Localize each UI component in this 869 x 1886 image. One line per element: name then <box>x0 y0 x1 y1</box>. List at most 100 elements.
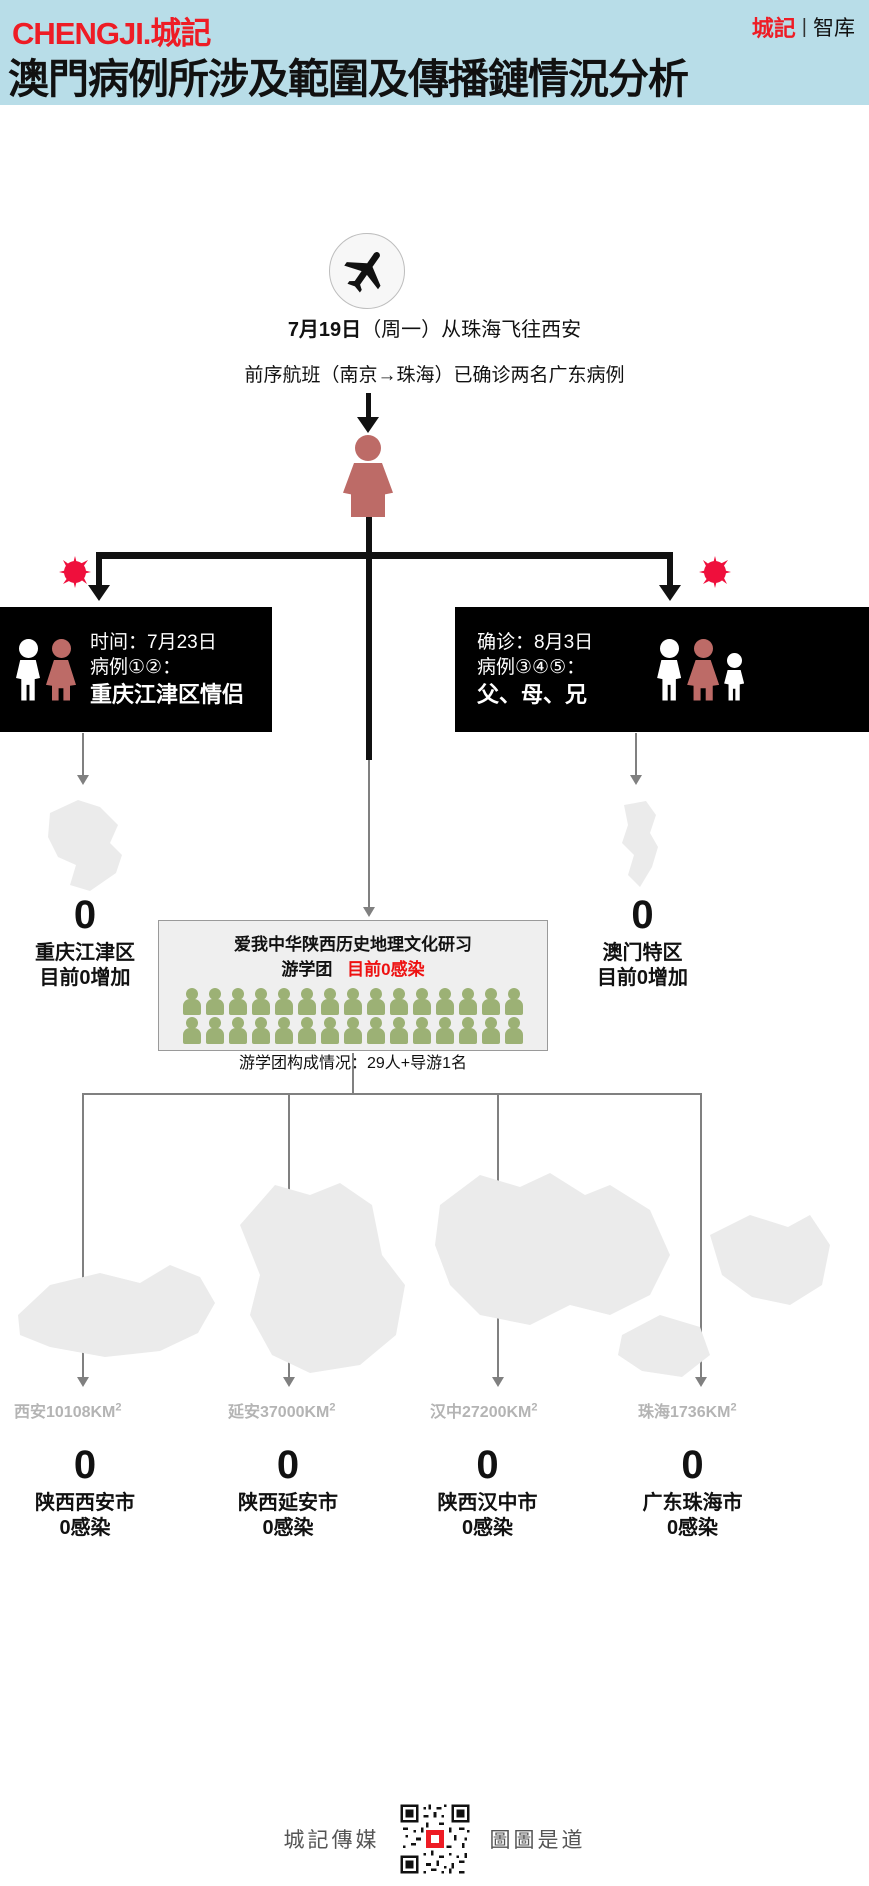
study-group-person <box>435 988 455 1016</box>
left-case-line3: 重庆江津区情侣 <box>90 682 245 708</box>
arrow-head-right <box>659 585 681 601</box>
city-outcome-3-line2: 0感染 <box>461 1517 514 1539</box>
left-case-box: 时间：7月23日 病例①②： 重庆江津区情侣 <box>0 607 272 732</box>
city-outcome-4-caption: 广东珠海市 0感染 <box>605 1491 780 1541</box>
study-group-person <box>481 988 501 1016</box>
study-group-person <box>320 988 340 1016</box>
study-group-person <box>343 1017 363 1045</box>
city-area-3-text: 汉中27200KM <box>430 1404 532 1421</box>
fanout-arrow-4 <box>695 1377 707 1387</box>
right-outcome-block: 0 澳门特区 目前0增加 <box>555 895 730 991</box>
qr-code-icon[interactable] <box>397 1802 472 1876</box>
study-group-person <box>504 1017 524 1045</box>
study-group-person <box>228 988 248 1016</box>
study-group-person <box>366 1017 386 1045</box>
page-header: CHENGJI.城記 城記 | 智库 澳門病例所涉及範圍及傳播鏈情況分析 <box>0 0 869 105</box>
study-group-person <box>389 1017 409 1045</box>
city-area-2-text: 延安37000KM <box>228 1404 330 1421</box>
previous-flight-note: 前序航班（南京→珠海）已确诊两名广东病例 <box>244 365 625 386</box>
brand-separator: | <box>801 15 807 38</box>
left-case-figures <box>14 638 76 701</box>
brand-secondary: 城記 | 智库 <box>752 11 855 43</box>
city-outcome-4-line1: 广东珠海市 <box>642 1492 743 1514</box>
right-connector-line <box>635 733 637 778</box>
page-footer: 城記傳媒 <box>0 1800 869 1878</box>
city-area-4-sup: 2 <box>730 1401 737 1414</box>
right-case-text: 确诊：8月3日 病例③④⑤： 父、母、兄 <box>477 630 593 709</box>
study-group-person <box>366 988 386 1016</box>
female-figure-red <box>46 638 76 701</box>
study-group-title-line1: 爱我中华陕西历史地理文化研习 <box>234 935 472 954</box>
middle-connector-arrow <box>363 907 375 917</box>
city-area-4: 珠海1736KM2 <box>638 1398 737 1422</box>
city-area-3: 汉中27200KM2 <box>430 1398 538 1422</box>
city-outcome-2-zero: 0 <box>276 1443 300 1487</box>
chongqing-map-shape <box>48 800 122 891</box>
footer-right-text: 圖圖是道 <box>489 1828 586 1852</box>
city-outcome-3-caption: 陕西汉中市 0感染 <box>400 1491 575 1541</box>
fanout-drop-4 <box>700 1093 702 1383</box>
macau-map-shape <box>622 801 658 887</box>
figure-body <box>343 463 393 517</box>
brand-secondary-red: 城記 <box>751 17 796 42</box>
city-outcome-2-line2: 0感染 <box>262 1517 314 1539</box>
infographic-canvas: 7月19日（周一）从珠海飞往西安 前序航班（南京→珠海）已确诊两名广东病例 <box>0 105 869 1886</box>
flight-date: 7月19日 <box>287 319 362 341</box>
brother-figure-white <box>723 652 746 701</box>
left-outcome-caption: 重庆江津区 目前0增加 <box>0 941 170 991</box>
study-group-person <box>412 1017 432 1045</box>
middle-connector-line <box>368 760 370 910</box>
study-group-person <box>182 988 202 1016</box>
study-group-person <box>205 1017 225 1045</box>
split-stem-right <box>667 552 673 590</box>
virus-icon-right <box>699 556 731 588</box>
right-case-line2: 病例③④⑤： <box>477 656 586 678</box>
city-area-1: 西安10108KM2 <box>14 1398 122 1422</box>
flight-date-line: 7月19日（周一）从珠海飞往西安 <box>0 313 869 342</box>
right-case-figures <box>655 638 746 701</box>
provinces-map-shapes <box>18 1173 830 1377</box>
study-group-card: 爱我中华陕西历史地理文化研习 游学团 目前0感染 游学团构成情况：29人+导游1… <box>158 920 548 1072</box>
fanout-arrow-3 <box>492 1377 504 1387</box>
left-case-line2: 病例①②： <box>90 656 182 678</box>
right-case-box: 确诊：8月3日 病例③④⑤： 父、母、兄 <box>455 607 869 732</box>
brand-secondary-black: 智库 <box>813 16 855 40</box>
study-group-person <box>205 988 225 1016</box>
right-outcome-caption: 澳门特区 目前0增加 <box>555 941 730 991</box>
split-horizontal-line <box>96 552 673 559</box>
city-outcome-1-line2: 0感染 <box>59 1517 111 1539</box>
fanout-stem <box>352 1053 354 1093</box>
city-outcome-4-zero: 0 <box>681 1443 704 1487</box>
city-outcome-1-zero: 0 <box>73 1443 97 1487</box>
city-outcome-1-caption: 陕西西安市 0感染 <box>0 1491 170 1541</box>
left-connector-line <box>82 733 84 778</box>
male-figure-white <box>14 638 42 701</box>
figure-head <box>355 435 381 461</box>
city-outcome-3: 0 陕西汉中市 0感染 <box>400 1445 575 1541</box>
study-group-title-line2: 游学团 <box>281 959 333 979</box>
airplane-icon <box>329 233 405 309</box>
arrow-head-left <box>88 585 110 601</box>
study-group-person <box>504 988 524 1016</box>
left-case-line1: 时间：7月23日 <box>90 631 217 653</box>
fanout-arrow-1 <box>77 1377 89 1387</box>
city-outcome-4-line2: 0感染 <box>666 1517 719 1539</box>
left-outcome-block: 0 重庆江津区 目前0增加 <box>0 895 170 991</box>
left-outcome-line1: 重庆江津区 <box>35 942 135 964</box>
brand-logo: CHENGJI.城記 <box>12 16 211 51</box>
fanout-bus <box>82 1093 702 1095</box>
flight-route: （周一）从珠海飞往西安 <box>361 319 582 341</box>
study-group-person <box>274 1017 294 1045</box>
city-outcome-1-line1: 陕西西安市 <box>35 1492 135 1514</box>
study-group-person <box>297 988 317 1016</box>
study-group-person <box>343 988 363 1016</box>
study-group-title: 爱我中华陕西历史地理文化研习 游学团 目前0感染 <box>159 921 547 982</box>
city-area-2-sup: 2 <box>329 1401 336 1414</box>
study-group-person <box>251 1017 271 1045</box>
study-group-person <box>412 988 432 1016</box>
study-group-people-row <box>159 982 547 1045</box>
left-case-text: 时间：7月23日 病例①②： 重庆江津区情侣 <box>90 630 244 709</box>
split-stem-left <box>96 552 102 590</box>
study-group-infection-status: 目前0感染 <box>347 959 425 979</box>
left-outcome-line2: 目前0增加 <box>39 967 131 989</box>
